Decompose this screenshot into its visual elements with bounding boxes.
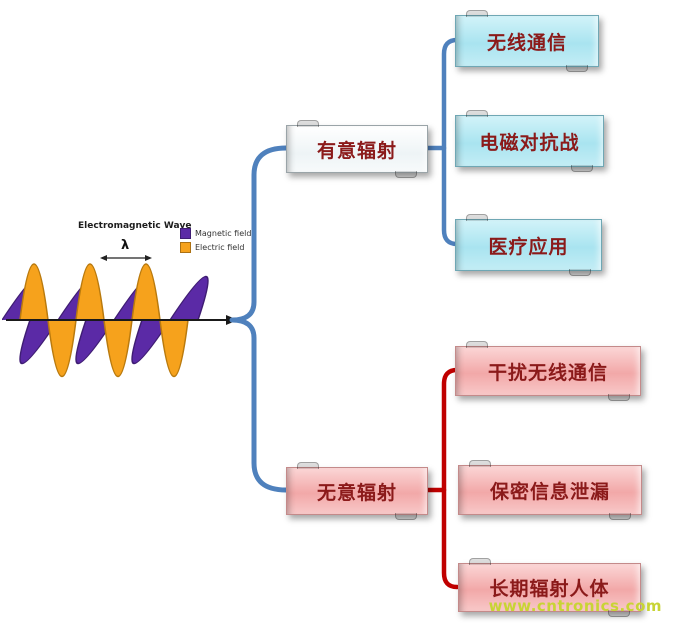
legend-label-magnetic: Magnetic field — [195, 229, 252, 238]
node-label: 有意辐射 — [316, 139, 397, 162]
wave-drawing — [1, 255, 238, 377]
wave-title: Electromagnetic Wave — [78, 221, 192, 231]
node-unintentional-radiation: 无意辐射 — [286, 462, 428, 520]
magnetic-field-swatch-icon — [180, 228, 191, 239]
node-label: 无意辐射 — [316, 481, 397, 504]
node-longterm-radiation-human-body: 长期辐射人体 — [458, 558, 641, 617]
wavelength-symbol: λ — [121, 238, 130, 253]
wave-legend: Magnetic field Electric field — [180, 228, 251, 253]
unintentional-branch-connector — [425, 367, 460, 590]
node-confidential-information-leak: 保密信息泄漏 — [458, 460, 642, 520]
node-electromagnetic-warfare: 电磁对抗战 — [455, 110, 604, 172]
electromagnetic-wave-illustration — [1, 218, 242, 414]
node-label: 保密信息泄漏 — [489, 480, 610, 503]
wavelength-arrow — [100, 255, 152, 261]
legend-item-magnetic-field: Magnetic field — [180, 228, 251, 239]
electric-field-swatch-icon — [180, 242, 191, 253]
legend-label-electric: Electric field — [195, 243, 245, 252]
node-intentional-radiation: 有意辐射 — [286, 120, 428, 178]
node-label: 无线通信 — [486, 31, 567, 54]
node-label: 电磁对抗战 — [479, 131, 580, 154]
legend-item-electric-field: Electric field — [180, 242, 251, 253]
node-label: 干扰无线通信 — [487, 361, 608, 384]
intentional-branch-connector — [425, 37, 460, 247]
node-interfere-wireless-communication: 干扰无线通信 — [455, 341, 641, 401]
main-brace-connector — [229, 145, 289, 493]
node-wireless-communication: 无线通信 — [455, 10, 599, 72]
node-medical-application: 医疗应用 — [455, 214, 602, 276]
node-label: 医疗应用 — [488, 235, 569, 258]
node-label: 长期辐射人体 — [489, 578, 610, 600]
watermark-text: www.cntronics.com — [488, 597, 662, 615]
